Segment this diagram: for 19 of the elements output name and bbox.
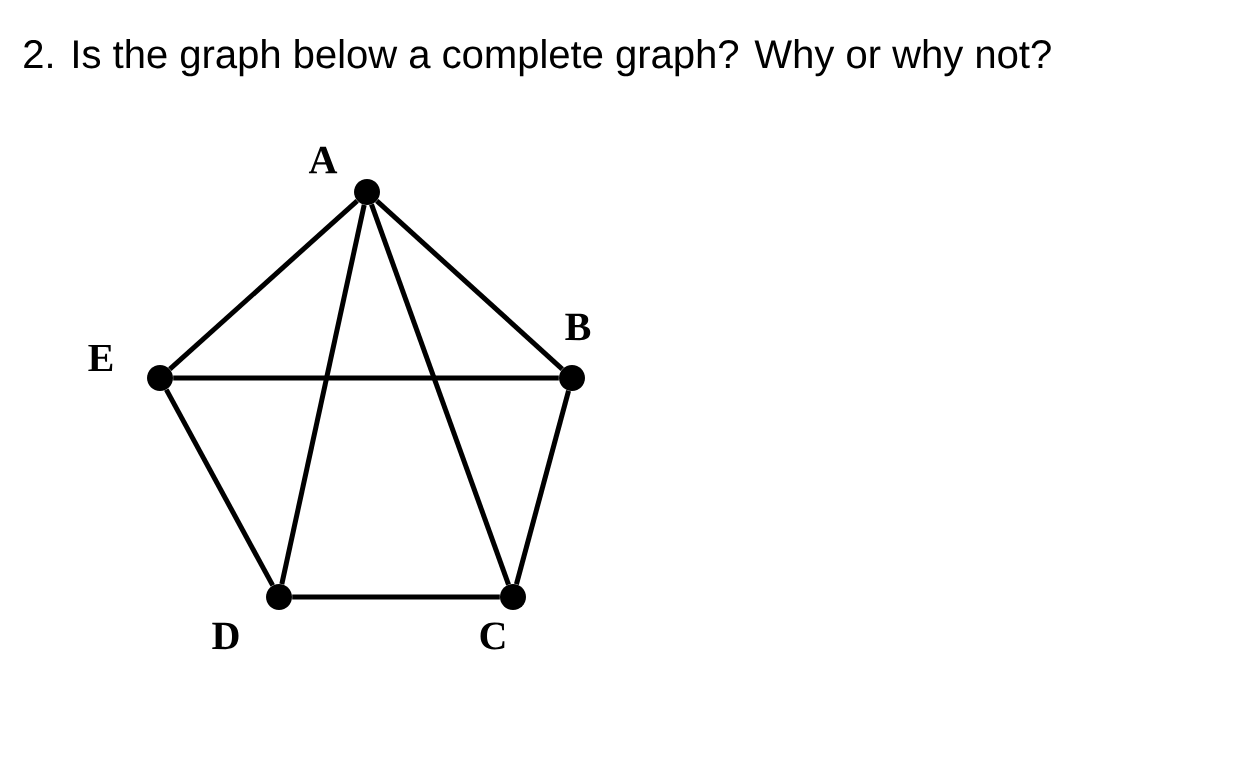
- vertex-label: A: [308, 146, 338, 174]
- vertex-dot: [354, 179, 380, 205]
- graph-edge: [279, 204, 367, 585]
- vertex-label: E: [88, 344, 113, 372]
- vertex-dot: [266, 584, 292, 610]
- vertex-label: D: [212, 622, 239, 650]
- graph-edge: [168, 198, 359, 372]
- vertex-dot: [500, 584, 526, 610]
- vertex-dot: [559, 365, 585, 391]
- vertex-label: C: [480, 622, 505, 650]
- graph-edge: [173, 375, 559, 381]
- graph-edge: [375, 199, 564, 371]
- graph-edge: [164, 388, 275, 587]
- vertex-dot: [147, 365, 173, 391]
- graph-edge: [369, 203, 511, 586]
- graph-edge: [514, 390, 571, 585]
- question-title: 2. Is the graph below a complete graph? Why or why not?: [24, 39, 1051, 77]
- graph-edge: [292, 594, 500, 600]
- vertex-label: B: [565, 313, 591, 341]
